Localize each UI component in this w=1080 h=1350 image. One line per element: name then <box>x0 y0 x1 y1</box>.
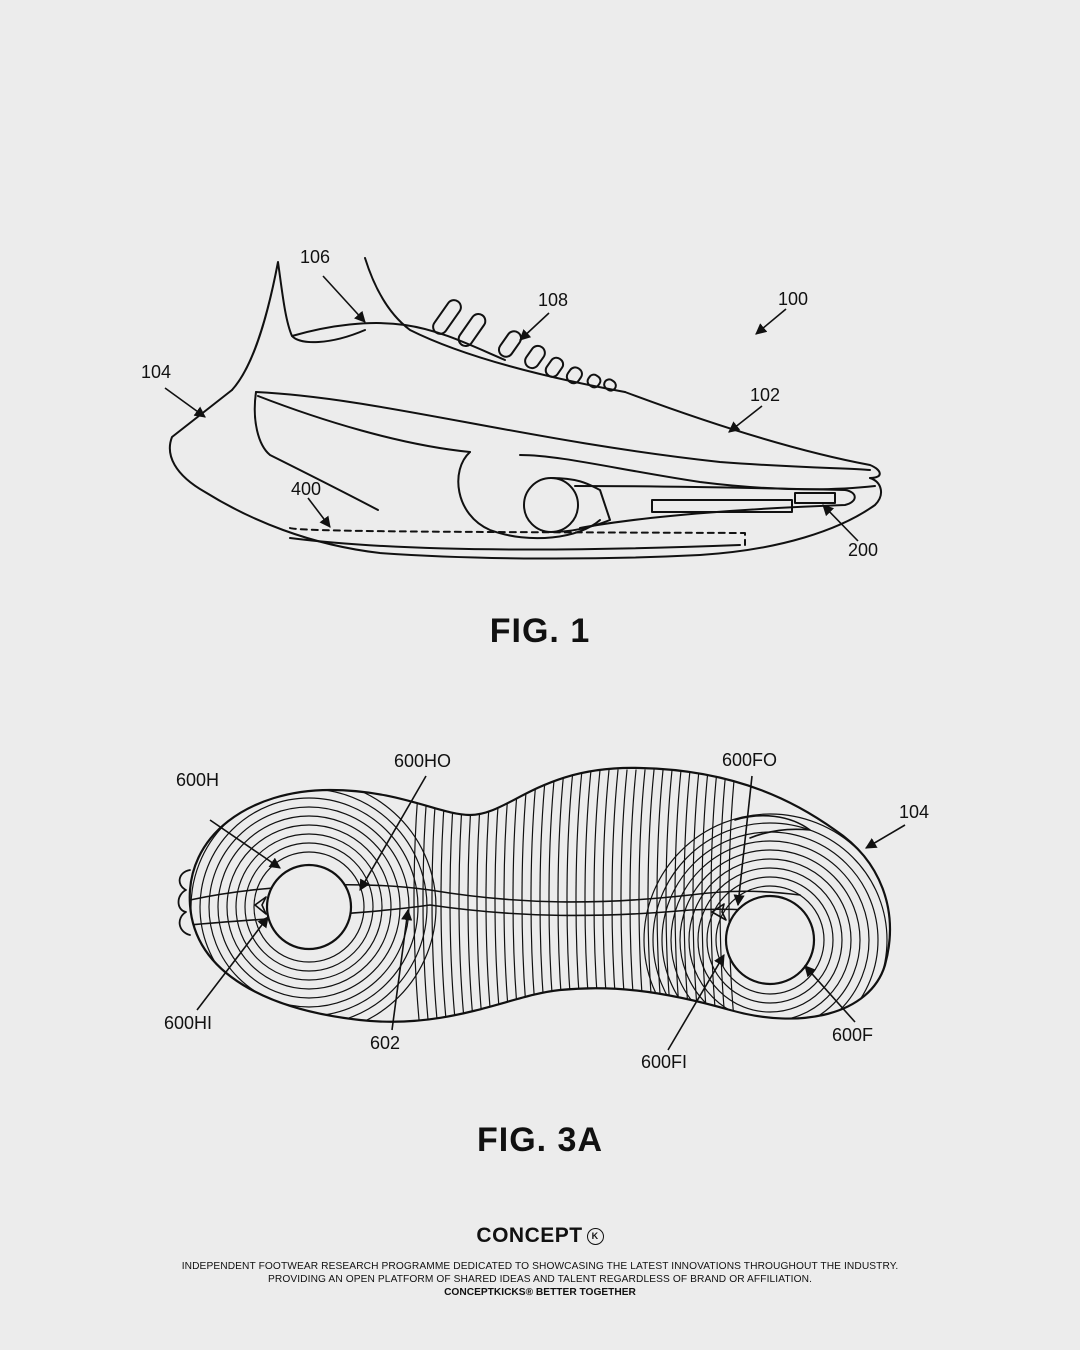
ref-108: 108 <box>538 290 568 310</box>
ref-600hi: 600HI <box>164 1013 212 1033</box>
midfoot-rib <box>602 769 610 1022</box>
ref-600h: 600H <box>176 770 219 790</box>
ref-104-sole: 104 <box>899 802 929 822</box>
fig3a-leader-lines <box>196 775 906 1051</box>
ref-600fi: 600FI <box>641 1052 687 1072</box>
midfoot-rib <box>701 769 709 1022</box>
midfoot-rib <box>422 769 430 1022</box>
midfoot-rib <box>674 769 682 1022</box>
midfoot-rib <box>665 769 673 1022</box>
registered-k-icon: K <box>586 1227 604 1245</box>
footer-tagline: INDEPENDENT FOOTWEAR RESEARCH PROGRAMME … <box>181 1261 899 1285</box>
midfoot-rib <box>719 769 727 1022</box>
shoe-side-view <box>168 257 882 560</box>
ref-600fo: 600FO <box>722 750 777 770</box>
midfoot-rib <box>485 769 493 1022</box>
brand-name: CONCEPT <box>476 1224 583 1247</box>
footer-slogan: CONCEPTKICKS® BETTER TOGETHER <box>444 1287 636 1298</box>
lace-loops <box>432 299 617 392</box>
figure-3a-caption: FIG. 3A <box>476 1121 604 1159</box>
ref-602: 602 <box>370 1033 400 1053</box>
midfoot-rib <box>611 769 619 1022</box>
midfoot-rib <box>728 769 736 1022</box>
ref-600ho: 600HO <box>394 751 451 771</box>
fig1-labels: 106 108 100 104 102 400 200 <box>141 247 878 560</box>
ref-600f: 600F <box>832 1025 873 1045</box>
midfoot-rib <box>566 769 574 1022</box>
midfoot-rib <box>683 769 691 1022</box>
midfoot-rib <box>692 769 700 1022</box>
sole-bottom-view <box>177 766 892 1023</box>
fig3a-labels: 600H 600HO 600FO 104 600HI 602 600FI 600… <box>164 750 929 1072</box>
ref-104: 104 <box>141 362 171 382</box>
brand-logo: CONCEPT K <box>476 1224 604 1248</box>
footer: CONCEPT K INDEPENDENT FOOTWEAR RESEARCH … <box>0 1224 1080 1299</box>
midfoot-rib <box>449 769 457 1022</box>
midfoot-rib <box>413 769 421 1022</box>
ref-200: 200 <box>848 540 878 560</box>
ref-102: 102 <box>750 385 780 405</box>
figure-1-caption: FIG. 1 <box>489 612 591 650</box>
ref-100: 100 <box>778 289 808 309</box>
midfoot-rib <box>584 769 592 1022</box>
midfoot-rib <box>539 769 547 1022</box>
midfoot-rib <box>530 769 538 1022</box>
midfoot-rib <box>476 769 484 1022</box>
midfoot-ribs <box>413 769 736 1022</box>
midfoot-rib <box>458 769 466 1022</box>
midfoot-rib <box>593 769 601 1022</box>
ref-400: 400 <box>291 479 321 499</box>
fig1-leader-lines <box>164 275 859 542</box>
midfoot-rib <box>467 769 475 1022</box>
ref-106: 106 <box>300 247 330 267</box>
midfoot-rib <box>575 769 583 1022</box>
midfoot-rib <box>710 769 718 1022</box>
